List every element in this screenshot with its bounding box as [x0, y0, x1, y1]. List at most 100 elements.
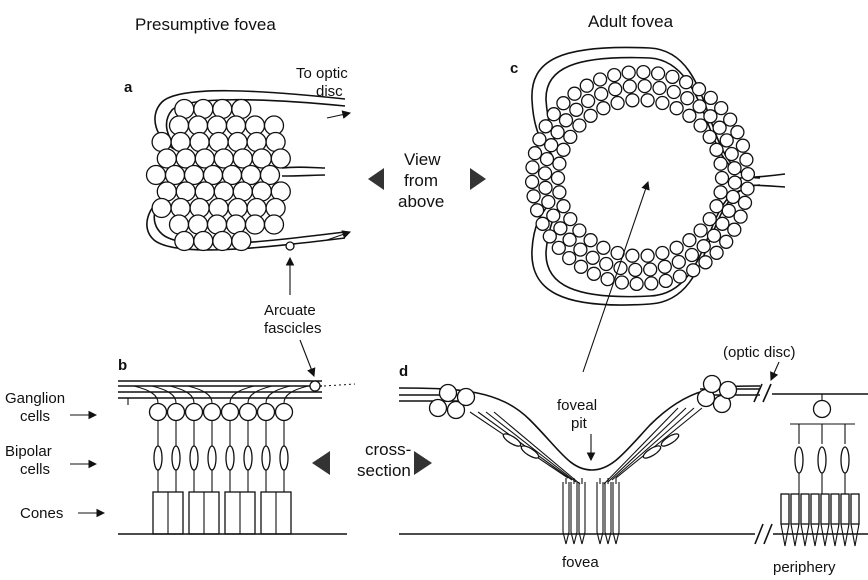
ganglion-cell	[587, 267, 600, 280]
ganglion-cell	[539, 167, 552, 180]
henle-fiber	[608, 408, 686, 482]
label-section: section	[357, 461, 411, 480]
ganglion-cell	[186, 404, 203, 421]
arrow-arcuate-down	[300, 340, 314, 376]
ganglion-cell	[667, 86, 680, 99]
ganglion-cell	[246, 215, 265, 234]
bipolar-cell	[818, 447, 826, 473]
ganglion-cell	[693, 83, 706, 96]
label-periphery: periphery	[773, 559, 836, 575]
ganglion-cell	[622, 66, 635, 79]
bipolar-cell	[244, 446, 252, 470]
label-disc: disc	[316, 83, 343, 100]
ganglion-cell	[458, 389, 475, 406]
bipolar-cell	[280, 446, 288, 470]
panel-a-presumptive-fovea-top-view	[147, 91, 351, 251]
cone-outer-segment	[801, 524, 809, 546]
ganglion-cell	[699, 256, 712, 269]
label-ganglion: Ganglion	[5, 390, 65, 407]
ganglion-cell	[222, 404, 239, 421]
ganglion-cell	[533, 133, 546, 146]
ganglion-cell	[725, 148, 738, 161]
ganglion-cell	[547, 209, 560, 222]
ganglion-cell	[626, 94, 639, 107]
ganglion-cell	[714, 157, 727, 170]
peripheral-cone	[791, 494, 799, 524]
arcuate-marker-a	[286, 242, 294, 250]
ganglion-cell	[740, 153, 753, 166]
axon	[170, 386, 194, 403]
ganglion-cell	[536, 217, 549, 230]
label-ganglion-cells: cells	[20, 408, 50, 425]
b-retinal-columns	[128, 398, 293, 534]
ganglion-cell	[658, 260, 671, 273]
henle-fiber	[612, 408, 694, 480]
ganglion-cell	[574, 243, 587, 256]
ganglion-cell	[683, 109, 696, 122]
ganglion-cell	[626, 249, 639, 262]
ganglion-cell	[575, 260, 588, 273]
ganglion-cell	[720, 382, 737, 399]
ganglion-cell	[232, 232, 251, 251]
optic-exit-lower	[282, 175, 325, 176]
ganglion-cell	[715, 102, 728, 115]
cone-outer-segment	[781, 524, 789, 546]
label-arcuate: Arcuate	[264, 302, 316, 319]
peripheral-cone	[781, 494, 789, 524]
ganglion-cell	[568, 87, 581, 100]
ganglion-cell	[728, 176, 741, 189]
panel-d-adult-fovea-cross-section	[399, 376, 868, 547]
bipolar-cell	[208, 446, 216, 470]
ganglion-cell	[595, 88, 608, 101]
ganglion-cell	[531, 204, 544, 217]
axon	[284, 386, 308, 403]
bipolar-cell	[154, 446, 162, 470]
heading-presumptive-fovea: Presumptive fovea	[135, 15, 276, 34]
ganglion-cell	[697, 240, 710, 253]
ganglion-cell-ring-c	[526, 66, 755, 291]
ganglion-cell	[539, 181, 552, 194]
peripheral-cone	[821, 494, 829, 524]
ganglion-cell	[582, 95, 595, 108]
ganglion-cell	[564, 130, 577, 143]
ganglion-cell	[597, 102, 610, 115]
ganglion-cell	[714, 186, 727, 199]
ganglion-cell	[601, 273, 614, 286]
ganglion-cell	[545, 139, 558, 152]
ganglion-cell	[685, 249, 698, 262]
panel-c-adult-fovea-top-view	[526, 47, 785, 305]
bipolar-cell	[190, 446, 198, 470]
ganglion-cell	[694, 224, 707, 237]
henle-fiber	[486, 412, 576, 482]
ganglion-cell	[557, 97, 570, 110]
ganglion-cell	[194, 232, 213, 251]
ganglion-cell	[704, 110, 717, 123]
bipolar-cell	[172, 446, 180, 470]
ganglion-cell	[563, 233, 576, 246]
cross-arrow-right	[414, 451, 432, 475]
ganglion-cell	[683, 234, 696, 247]
ganglion-cell	[681, 92, 694, 105]
ganglion-cell	[722, 204, 735, 217]
ganglion-cell	[560, 114, 573, 127]
panel-label-b: b	[118, 357, 127, 374]
ganglion-cell	[736, 139, 749, 152]
arrow-optic-disc	[771, 362, 779, 380]
axon	[188, 386, 212, 403]
ganglion-cell	[644, 263, 657, 276]
ganglion-cell	[638, 80, 651, 93]
ganglion-cell	[739, 196, 752, 209]
ganglion-cell	[716, 217, 729, 230]
ganglion-cell	[265, 215, 284, 234]
henle-fiber	[616, 408, 702, 478]
axon	[248, 386, 272, 403]
view-arrow-right	[470, 168, 486, 190]
d-peripheral-columns	[781, 394, 859, 546]
label-bipolar: Bipolar	[5, 443, 52, 460]
label-fovea: fovea	[562, 554, 599, 571]
ganglion-cell	[276, 404, 293, 421]
cone-outer-segment	[821, 524, 829, 546]
d-displaced-cells-right	[604, 376, 737, 485]
ganglion-cell	[204, 404, 221, 421]
